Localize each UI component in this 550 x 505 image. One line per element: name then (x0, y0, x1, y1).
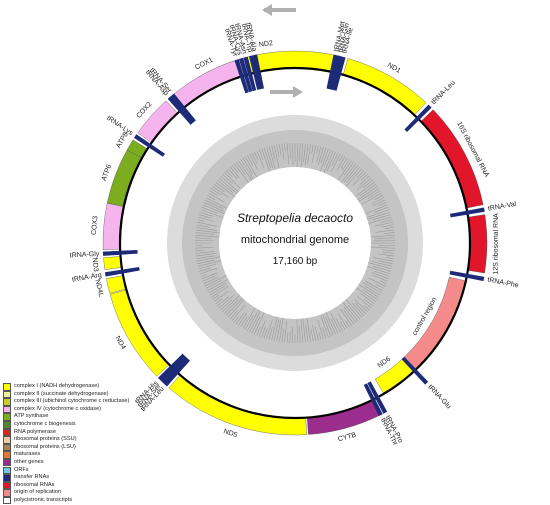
legend-swatch (3, 436, 11, 444)
legend: complex I (NADH dehydrogenase)complex II… (3, 383, 183, 505)
legend-label: transfer RNAs (14, 474, 49, 482)
gene-label-cox3: COX3 (91, 216, 100, 236)
legend-swatch (3, 421, 11, 429)
legend-label: RNA polymerase (14, 429, 56, 437)
gene-label-nd3: ND3 (91, 257, 99, 272)
legend-item-other-genes: other genes (3, 459, 183, 467)
legend-swatch (3, 383, 11, 391)
gene-label-nd1: ND1 (386, 62, 402, 75)
legend-item-complex-iii-ubichinol-cytochrome-c-reductase: complex III (ubichinol cytochrome c redu… (3, 398, 183, 406)
gene-label-cytb: CYTB (337, 432, 357, 444)
legend-swatch (3, 459, 11, 467)
direction-arrow-outer (262, 4, 296, 16)
legend-label: ribosomal proteins (SSU) (14, 436, 77, 444)
gene-label-cox1: COX1 (194, 57, 214, 72)
legend-swatch (3, 489, 11, 497)
legend-item-orfs: ORFs (3, 467, 183, 475)
legend-swatch (3, 467, 11, 475)
legend-label: ATP synthase (14, 413, 48, 421)
legend-swatch (3, 413, 11, 421)
legend-item-complex-i-nadh-dehydrogenase: complex I (NADH dehydrogenase) (3, 383, 183, 391)
legend-item-ribosomal-rnas: ribosomal RNAs (3, 482, 183, 490)
legend-label: complex IV (cytochrome c oxidase) (14, 406, 101, 414)
legend-swatch (3, 444, 11, 452)
legend-swatch (3, 406, 11, 414)
trna-label-trna-lys-19: tRNA-Lys (105, 115, 134, 138)
legend-swatch (3, 451, 11, 459)
legend-item-rna-polymerase: RNA polymerase (3, 429, 183, 437)
legend-item-origin-of-replication: origin of replication (3, 489, 183, 497)
legend-item-ribosomal-proteins-lsu: ribosomal proteins (LSU) (3, 444, 183, 452)
legend-swatch (3, 474, 11, 482)
legend-swatch (3, 391, 11, 399)
trna-label-trna-glu-11: tRNA-Glu (426, 384, 452, 411)
gene-label-12s-ribosomal-rna: 12S ribosomal RNA (493, 213, 500, 275)
direction-arrow-inner (270, 86, 303, 98)
legend-label: complex III (ubichinol cytochrome c redu… (14, 398, 129, 406)
gene-label-nd6: ND6 (377, 356, 392, 370)
legend-swatch (3, 482, 11, 490)
legend-item-transfer-rnas: transfer RNAs (3, 474, 183, 482)
legend-swatch (3, 398, 11, 406)
legend-label: complex II (succinate dehydrogenase) (14, 391, 109, 399)
legend-label: ORFs (14, 467, 29, 475)
legend-label: complex I (NADH dehydrogenase) (14, 383, 99, 391)
legend-swatch (3, 429, 11, 437)
gene-label-nd4: ND4 (114, 335, 127, 351)
legend-label: other genes (14, 459, 44, 467)
genome-title: Streptopelia decaocto (237, 211, 353, 225)
legend-item-maturases: maturases (3, 451, 183, 459)
legend-item-cytochrome-c-biogenesis: cytochrome c biogenesis (3, 421, 183, 429)
gene-label-nd2: ND2 (259, 40, 274, 49)
gene-nd1 (343, 58, 426, 115)
gene-atp6 (107, 150, 142, 207)
legend-label: cytochrome c biogenesis (14, 421, 76, 429)
legend-item-atp-synthase: ATP synthase (3, 413, 183, 421)
genome-subtitle: mitochondrial genome (241, 234, 349, 246)
legend-label: maturases (14, 451, 40, 459)
trna-label-trna-val-9: tRNA-Val (487, 201, 517, 213)
gene-nd4 (110, 290, 169, 377)
genome-size: 17,160 bp (273, 256, 318, 267)
gene-label-atp6: ATP6 (101, 163, 114, 181)
legend-label: origin of replication (14, 489, 61, 497)
legend-label: ribosomal RNAs (14, 482, 54, 490)
gene-nd3 (104, 256, 122, 269)
legend-item-ribosomal-proteins-ssu: ribosomal proteins (SSU) (3, 436, 183, 444)
legend-label: ribosomal proteins (LSU) (14, 444, 76, 452)
legend-item-complex-ii-succinate-dehydrogenase: complex II (succinate dehydrogenase) (3, 391, 183, 399)
gene-label-nd4l: ND4L (93, 279, 104, 298)
trna-label-trna-phe-10: tRNA-Phe (487, 277, 519, 290)
legend-item-complex-iv-cytochrome-c-oxidase: complex IV (cytochrome c oxidase) (3, 406, 183, 414)
gene-label-nd5: ND5 (223, 428, 239, 439)
trna-label-trna-leu-8: tRNA-Leu (430, 79, 457, 106)
